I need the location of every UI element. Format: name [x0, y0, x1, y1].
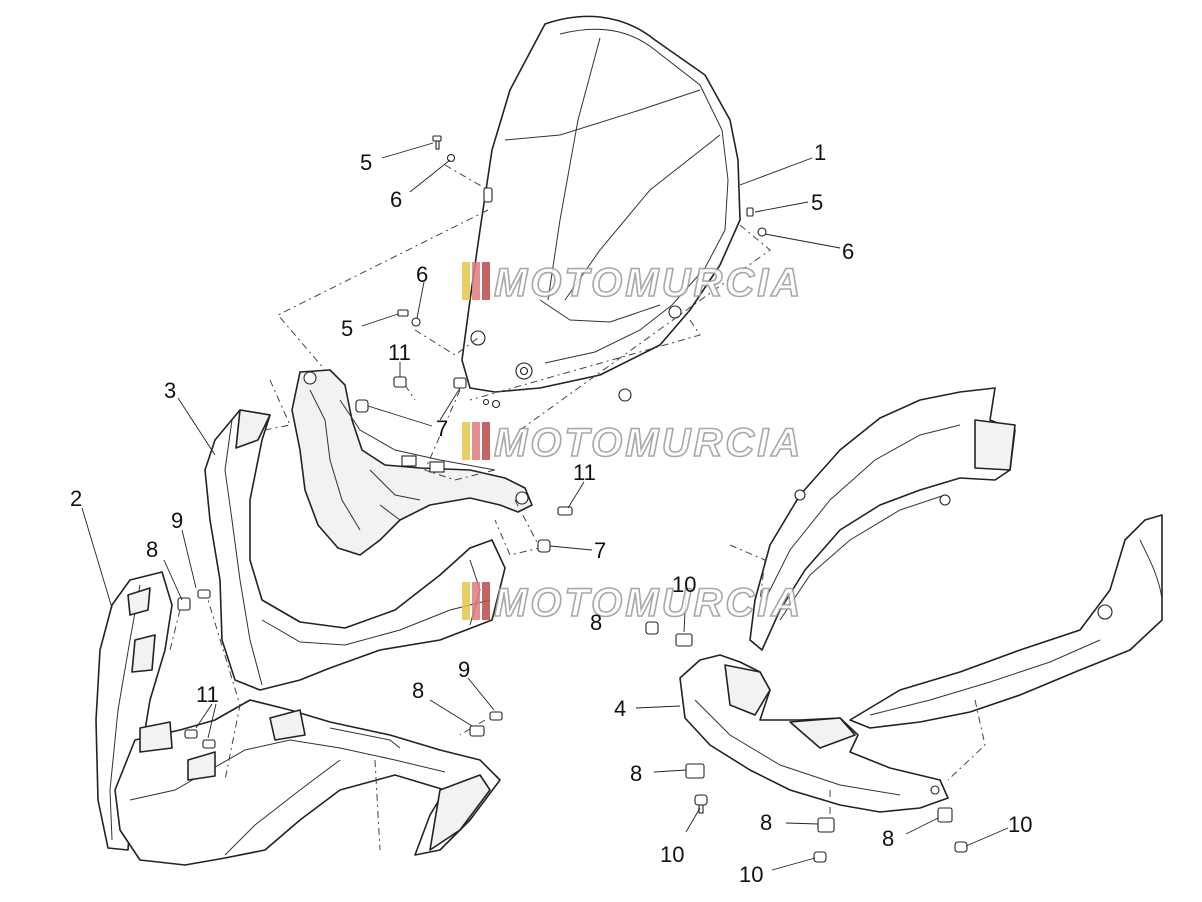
callout-label: 5	[341, 316, 353, 341]
watermark-stripe	[462, 582, 470, 620]
callout-label: 8	[146, 537, 158, 562]
watermark-logo: MOTOMURCIA	[462, 260, 803, 306]
callout-label: 11	[388, 340, 411, 365]
side-panel-part-2	[95, 571, 173, 851]
watermark-stripe	[482, 582, 490, 620]
assembly-dash-lines	[169, 164, 986, 851]
callout-label: 10	[739, 862, 763, 887]
right-lower-panel	[849, 514, 1163, 729]
watermark-logo: MOTOMURCIA	[462, 420, 803, 466]
callout-label: 8	[882, 826, 894, 851]
watermark-text: MOTOMURCIA	[494, 421, 803, 465]
watermark-stripe	[482, 422, 490, 460]
hardware	[177, 135, 968, 863]
watermark-text: MOTOMURCIA	[494, 261, 803, 305]
watermark-text: MOTOMURCIA	[494, 581, 803, 625]
callout-label: 5	[360, 150, 372, 175]
watermark-logo: MOTOMURCIA	[462, 580, 803, 626]
upper-fairing-part-3	[204, 409, 506, 691]
right-side-panel	[749, 387, 1016, 651]
front-bracket	[291, 369, 533, 556]
callout-label: 10	[660, 842, 684, 867]
lower-trim-part-4	[679, 654, 949, 813]
callout-label: 9	[458, 657, 470, 682]
callout-label: 5	[811, 190, 823, 215]
callout-label: 8	[760, 810, 772, 835]
callout-label: 3	[164, 378, 176, 403]
watermark-stripe	[472, 262, 480, 300]
callout-label: 4	[614, 696, 626, 721]
callout-label: 11	[573, 460, 596, 485]
watermark-stripe	[472, 582, 480, 620]
watermark-stripe	[482, 262, 490, 300]
callout-label: 7	[594, 538, 606, 563]
watermark-stripe	[462, 262, 470, 300]
windscreen-part-1	[461, 15, 741, 393]
callout-label: 8	[590, 610, 602, 635]
callout-label: 8	[412, 678, 424, 703]
callout-label: 10	[1008, 812, 1032, 837]
callout-label: 7	[436, 416, 448, 441]
callout-label: 8	[630, 761, 642, 786]
callout-label: 10	[672, 572, 696, 597]
watermark-group: MOTOMURCIA MOTOMURCIA MOTOMURCIA	[462, 260, 803, 626]
callout-label: 9	[171, 508, 183, 533]
callout-label: 2	[70, 486, 82, 511]
callout-label: 6	[390, 187, 402, 212]
callout-label: 1	[814, 140, 826, 165]
watermark-stripe	[462, 422, 470, 460]
watermark-stripe	[472, 422, 480, 460]
callout-labels: 1 5 6 5 6 6 5 11 3 7 11 2 9 7 8 10 8 9 1…	[70, 140, 1032, 887]
leader-lines	[81, 142, 1009, 871]
lower-fairing	[114, 699, 501, 866]
callout-label: 11	[196, 682, 219, 707]
callout-label: 6	[842, 239, 854, 264]
callout-label: 6	[416, 262, 428, 287]
